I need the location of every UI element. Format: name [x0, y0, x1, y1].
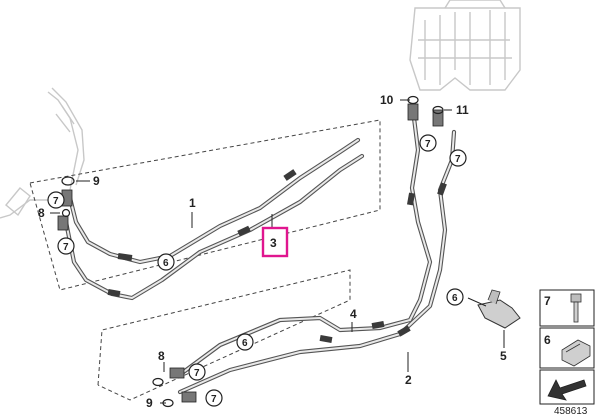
- callout-labels: 1 2 4 5 9 8 10 11 8 9: [38, 93, 507, 410]
- callout-2: 2: [405, 373, 412, 387]
- svg-text:7: 7: [194, 368, 200, 379]
- circle-ref-7-e: [188, 363, 206, 381]
- svg-text:7: 7: [425, 139, 431, 150]
- circle-ref-7-d: [449, 149, 467, 167]
- legend-label-7: 7: [544, 294, 551, 308]
- legend-item-7: [539, 289, 595, 327]
- clip-icon: [561, 339, 591, 367]
- svg-text:7: 7: [211, 394, 217, 405]
- callout-9-lower: 9: [146, 396, 153, 410]
- callout-5: 5: [500, 349, 507, 363]
- callout-8-lower: 8: [158, 349, 165, 363]
- arrow-icon: [547, 379, 587, 401]
- highlight-box: [261, 226, 289, 258]
- washers: [61, 95, 444, 408]
- legend-panel: 7 6: [539, 289, 595, 405]
- callout-11: 11: [456, 103, 469, 117]
- hose-line-4: [175, 115, 433, 379]
- svg-text:6: 6: [163, 258, 169, 269]
- hvac-unit-ghost: [409, 0, 521, 91]
- circle-ref-6-b: [446, 288, 464, 306]
- leader-lines: [50, 99, 505, 404]
- callout-4: 4: [350, 307, 357, 321]
- circle-ref-7-b: [57, 237, 75, 255]
- circle-ref-6-c: [236, 333, 254, 351]
- hose-line-2: [177, 129, 457, 395]
- bolt-icon: [570, 293, 582, 323]
- legend-label-6: 6: [544, 333, 551, 347]
- svg-text:6: 6: [242, 338, 248, 349]
- callout-1: 1: [189, 196, 196, 210]
- circle-ref-7-a: [47, 191, 65, 209]
- svg-text:7: 7: [63, 242, 69, 253]
- svg-text:7: 7: [455, 154, 461, 165]
- circle-ref-6-a: [157, 253, 175, 271]
- circled-refs: 7 7 6 7 7 6 6 7 7: [47, 134, 467, 407]
- bracket-part-5: [477, 289, 521, 329]
- svg-text:6: 6: [452, 293, 458, 304]
- callout-10: 10: [380, 93, 394, 107]
- callout-9-upper: 9: [93, 174, 100, 188]
- bottom-fittings: [169, 367, 197, 403]
- assembly-boundary: [29, 119, 381, 401]
- diagram-id: 458613: [554, 406, 588, 417]
- circle-ref-7-c: [419, 134, 437, 152]
- callout-3: 3: [270, 236, 277, 250]
- hose-line-3: [63, 153, 365, 301]
- svg-text:7: 7: [53, 196, 59, 207]
- highlighted-callout-3[interactable]: 3: [261, 226, 289, 258]
- callout-8-upper: 8: [38, 206, 45, 220]
- circle-ref-7-f: [205, 389, 223, 407]
